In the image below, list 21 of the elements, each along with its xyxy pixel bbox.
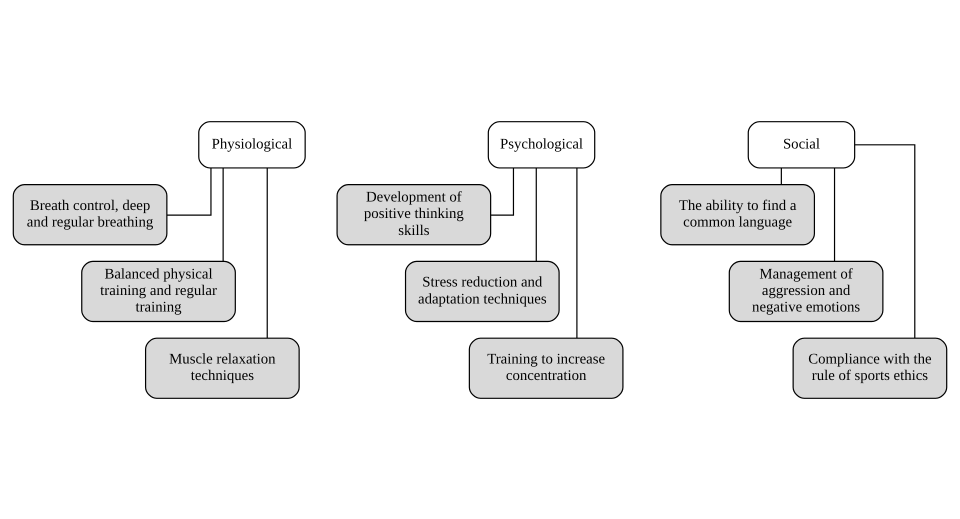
node-box: Breath control, deep and regular breathing [12, 184, 168, 245]
connector [576, 168, 578, 338]
node-box: Management of aggression and negative emotions [728, 260, 884, 322]
connector [222, 168, 224, 261]
node-box: Compliance with the rule of sports ethics [792, 337, 948, 398]
node-box: Physiological [198, 120, 306, 168]
connector [266, 168, 268, 338]
node-box: Stress reduction and adaptation techniques [404, 260, 560, 322]
connector [834, 168, 836, 261]
connector [490, 168, 514, 216]
node-box: Balanced physical training and regular training [81, 260, 236, 322]
connector [780, 168, 782, 184]
node-box: Muscle relaxation techniques [144, 337, 300, 398]
connector [536, 168, 537, 261]
connector [166, 168, 212, 216]
connector [854, 144, 916, 338]
node-box: Psychological [488, 120, 596, 168]
node-box: The ability to find a common language [660, 184, 816, 245]
node-box: Social [748, 120, 856, 168]
node-box: Training to increase concentration [468, 337, 624, 398]
node-box: Development of positive thinking skills [336, 184, 492, 245]
